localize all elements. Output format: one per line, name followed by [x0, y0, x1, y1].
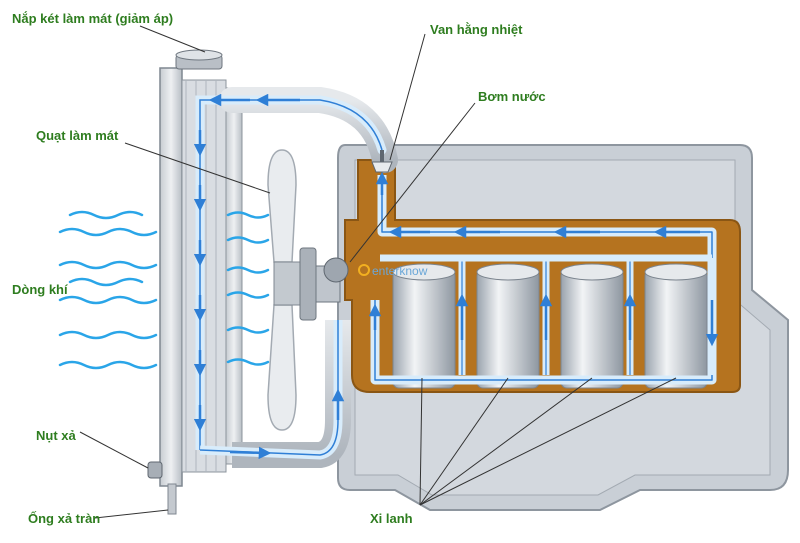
label-radiator-cap: Nắp két làm mát (giảm áp) [12, 11, 173, 26]
drain-plug [147, 461, 163, 479]
flow-arrows [193, 93, 719, 460]
leader-lines [79, 25, 677, 519]
label-overflow-pipe: Ống xả tràn [28, 511, 100, 526]
cylinder [476, 263, 540, 389]
cylinder [644, 263, 708, 389]
coolant-flow [193, 93, 719, 460]
watermark-text: enterknow [372, 264, 428, 278]
thermostat [371, 150, 393, 173]
watermark: enterknow [358, 264, 428, 278]
radiator-cap [175, 49, 223, 70]
airflow-waves [58, 210, 270, 370]
cooling-fan [267, 149, 341, 431]
label-cooling-fan: Quạt làm mát [36, 128, 119, 143]
cylinder [560, 263, 624, 389]
label-thermostat: Van hằng nhiệt [430, 22, 523, 37]
cylinder [392, 263, 456, 389]
cylinders [392, 263, 708, 389]
water-pump [323, 257, 349, 283]
label-drain-plug: Nụt xả [36, 428, 77, 443]
labels: Nắp két làm mát (giảm áp) Van hằng nhiệt… [12, 11, 546, 526]
label-water-pump: Bơm nước [478, 89, 546, 104]
label-cylinders: Xi lanh [370, 511, 413, 526]
label-airflow: Dòng khí [12, 282, 68, 297]
